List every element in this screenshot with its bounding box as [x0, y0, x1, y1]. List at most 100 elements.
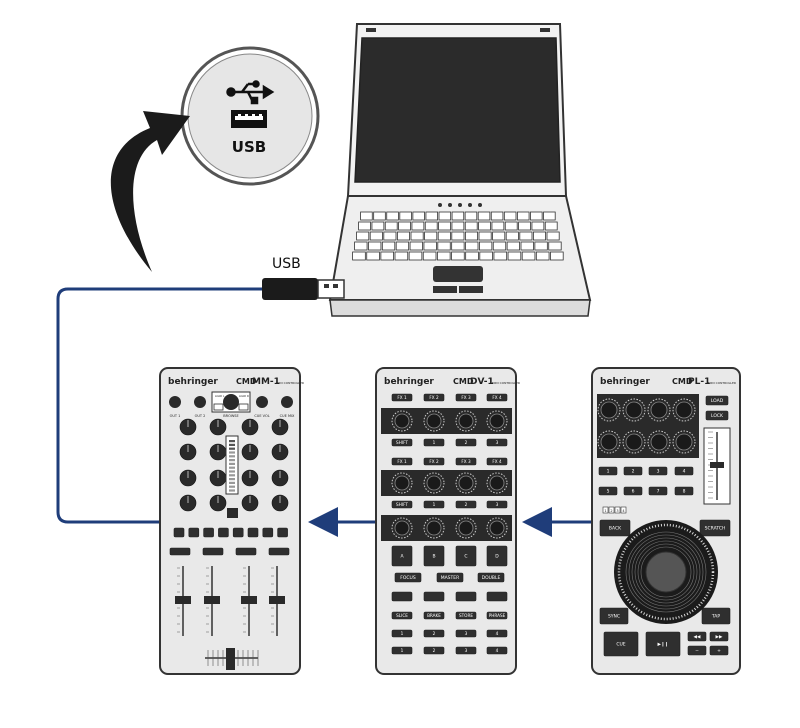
keyboard-key[interactable]	[530, 211, 543, 221]
keyboard-key[interactable]	[438, 211, 452, 221]
dv1-knob[interactable]	[489, 520, 505, 536]
dv1-func-button[interactable]	[391, 611, 413, 620]
dv1-mode-button[interactable]	[477, 572, 505, 583]
fader-cap[interactable]	[269, 596, 285, 604]
pl1-knob[interactable]	[650, 433, 668, 451]
pl1-pad-button[interactable]	[648, 486, 668, 496]
dv1-num-button[interactable]	[391, 646, 413, 655]
keyboard-key[interactable]	[437, 231, 451, 241]
dv1-knob[interactable]	[458, 413, 474, 429]
keyboard-key[interactable]	[544, 221, 558, 231]
dv1-row-button[interactable]	[423, 438, 445, 447]
dv1-fx-button[interactable]	[455, 457, 477, 466]
pl1-knob[interactable]	[675, 433, 693, 451]
keyboard-key[interactable]	[464, 211, 478, 221]
keyboard-key[interactable]	[354, 241, 368, 251]
fader-cap[interactable]	[241, 596, 257, 604]
dv1-row-button[interactable]	[486, 438, 508, 447]
pl1-pad-button[interactable]	[623, 466, 643, 476]
deck-select-button[interactable]	[602, 506, 609, 514]
pl1-knob[interactable]	[600, 433, 618, 451]
keyboard-key[interactable]	[383, 231, 397, 241]
pl1-back-button[interactable]	[599, 519, 631, 537]
mm1-cue-button[interactable]	[202, 547, 224, 556]
keyboard-key[interactable]	[436, 251, 451, 261]
dv1-fx-button[interactable]	[455, 393, 477, 402]
keyboard-key[interactable]	[409, 241, 423, 251]
load-left-button[interactable]	[213, 403, 224, 411]
keyboard-key[interactable]	[478, 221, 491, 231]
keyboard-key[interactable]	[451, 211, 465, 221]
dv1-knob[interactable]	[426, 520, 442, 536]
dv1-num-button[interactable]	[486, 629, 508, 638]
dv1-fx-button[interactable]	[391, 393, 413, 402]
keyboard-key[interactable]	[521, 251, 536, 261]
keyboard-key[interactable]	[533, 231, 547, 241]
keyboard-key[interactable]	[380, 251, 395, 261]
keyboard-key[interactable]	[451, 241, 465, 251]
dv1-toggle-button[interactable]	[455, 591, 477, 602]
keyboard-key[interactable]	[381, 241, 396, 251]
keyboard-key[interactable]	[504, 221, 518, 231]
keyboard-key[interactable]	[425, 211, 438, 221]
keyboard-key[interactable]	[395, 241, 410, 251]
keyboard-key[interactable]	[492, 231, 506, 241]
pl1-load-button[interactable]	[705, 395, 729, 406]
knob[interactable]	[169, 396, 181, 408]
keyboard-key[interactable]	[517, 211, 530, 221]
pl1-pad-button[interactable]	[598, 466, 618, 476]
keyboard-key[interactable]	[519, 231, 533, 241]
pl1-knob[interactable]	[625, 433, 643, 451]
browse-encoder[interactable]	[223, 394, 239, 410]
pl1-nudge-button[interactable]	[687, 631, 707, 642]
mm1-cue-button[interactable]	[169, 547, 191, 556]
keyboard-key[interactable]	[465, 241, 479, 251]
keyboard-key[interactable]	[464, 221, 478, 231]
dv1-knob[interactable]	[394, 520, 410, 536]
knob[interactable]	[256, 396, 268, 408]
dv1-knob[interactable]	[394, 475, 410, 491]
keyboard-key[interactable]	[479, 251, 493, 261]
pl1-knob[interactable]	[650, 401, 668, 419]
dv1-func-button[interactable]	[455, 611, 477, 620]
dv1-knob[interactable]	[489, 413, 505, 429]
keyboard-key[interactable]	[478, 241, 493, 251]
keyboard-key[interactable]	[451, 231, 465, 241]
keyboard-key[interactable]	[548, 241, 562, 251]
dv1-fx-button[interactable]	[423, 457, 445, 466]
keyboard-key[interactable]	[356, 231, 370, 241]
keyboard-key[interactable]	[550, 251, 564, 261]
keyboard-key[interactable]	[451, 251, 465, 261]
dv1-row-button[interactable]	[486, 500, 508, 509]
knob[interactable]	[281, 396, 293, 408]
dv1-row-button[interactable]	[391, 438, 413, 447]
dv1-row-button[interactable]	[455, 500, 477, 509]
dv1-func-button[interactable]	[423, 611, 445, 620]
dv1-toggle-button[interactable]	[391, 591, 413, 602]
keyboard-key[interactable]	[503, 211, 517, 221]
dv1-mode-button[interactable]	[436, 572, 464, 583]
keyboard-key[interactable]	[518, 221, 531, 231]
keyboard-key[interactable]	[396, 231, 410, 241]
keyboard-key[interactable]	[465, 251, 479, 261]
mm1-pad-button[interactable]	[277, 527, 288, 538]
keyboard-key[interactable]	[408, 251, 423, 261]
keyboard-key[interactable]	[368, 241, 382, 251]
dv1-deck-button[interactable]	[391, 545, 413, 567]
pl1-knob[interactable]	[600, 401, 618, 419]
keyboard-key[interactable]	[411, 221, 425, 231]
keyboard-key[interactable]	[424, 221, 438, 231]
pl1-pad-button[interactable]	[674, 466, 694, 476]
dv1-deck-button[interactable]	[455, 545, 477, 567]
fader-cap[interactable]	[175, 596, 191, 604]
mm1-pad-button[interactable]	[218, 527, 229, 538]
dv1-fx-button[interactable]	[486, 393, 508, 402]
mm1-cue-button[interactable]	[235, 547, 257, 556]
keyboard-key[interactable]	[477, 211, 491, 221]
dv1-num-button[interactable]	[455, 629, 477, 638]
knob[interactable]	[194, 396, 206, 408]
dv1-knob[interactable]	[458, 520, 474, 536]
pl1-lock-button[interactable]	[705, 410, 729, 421]
dv1-toggle-button[interactable]	[423, 591, 445, 602]
keyboard-key[interactable]	[358, 221, 371, 231]
